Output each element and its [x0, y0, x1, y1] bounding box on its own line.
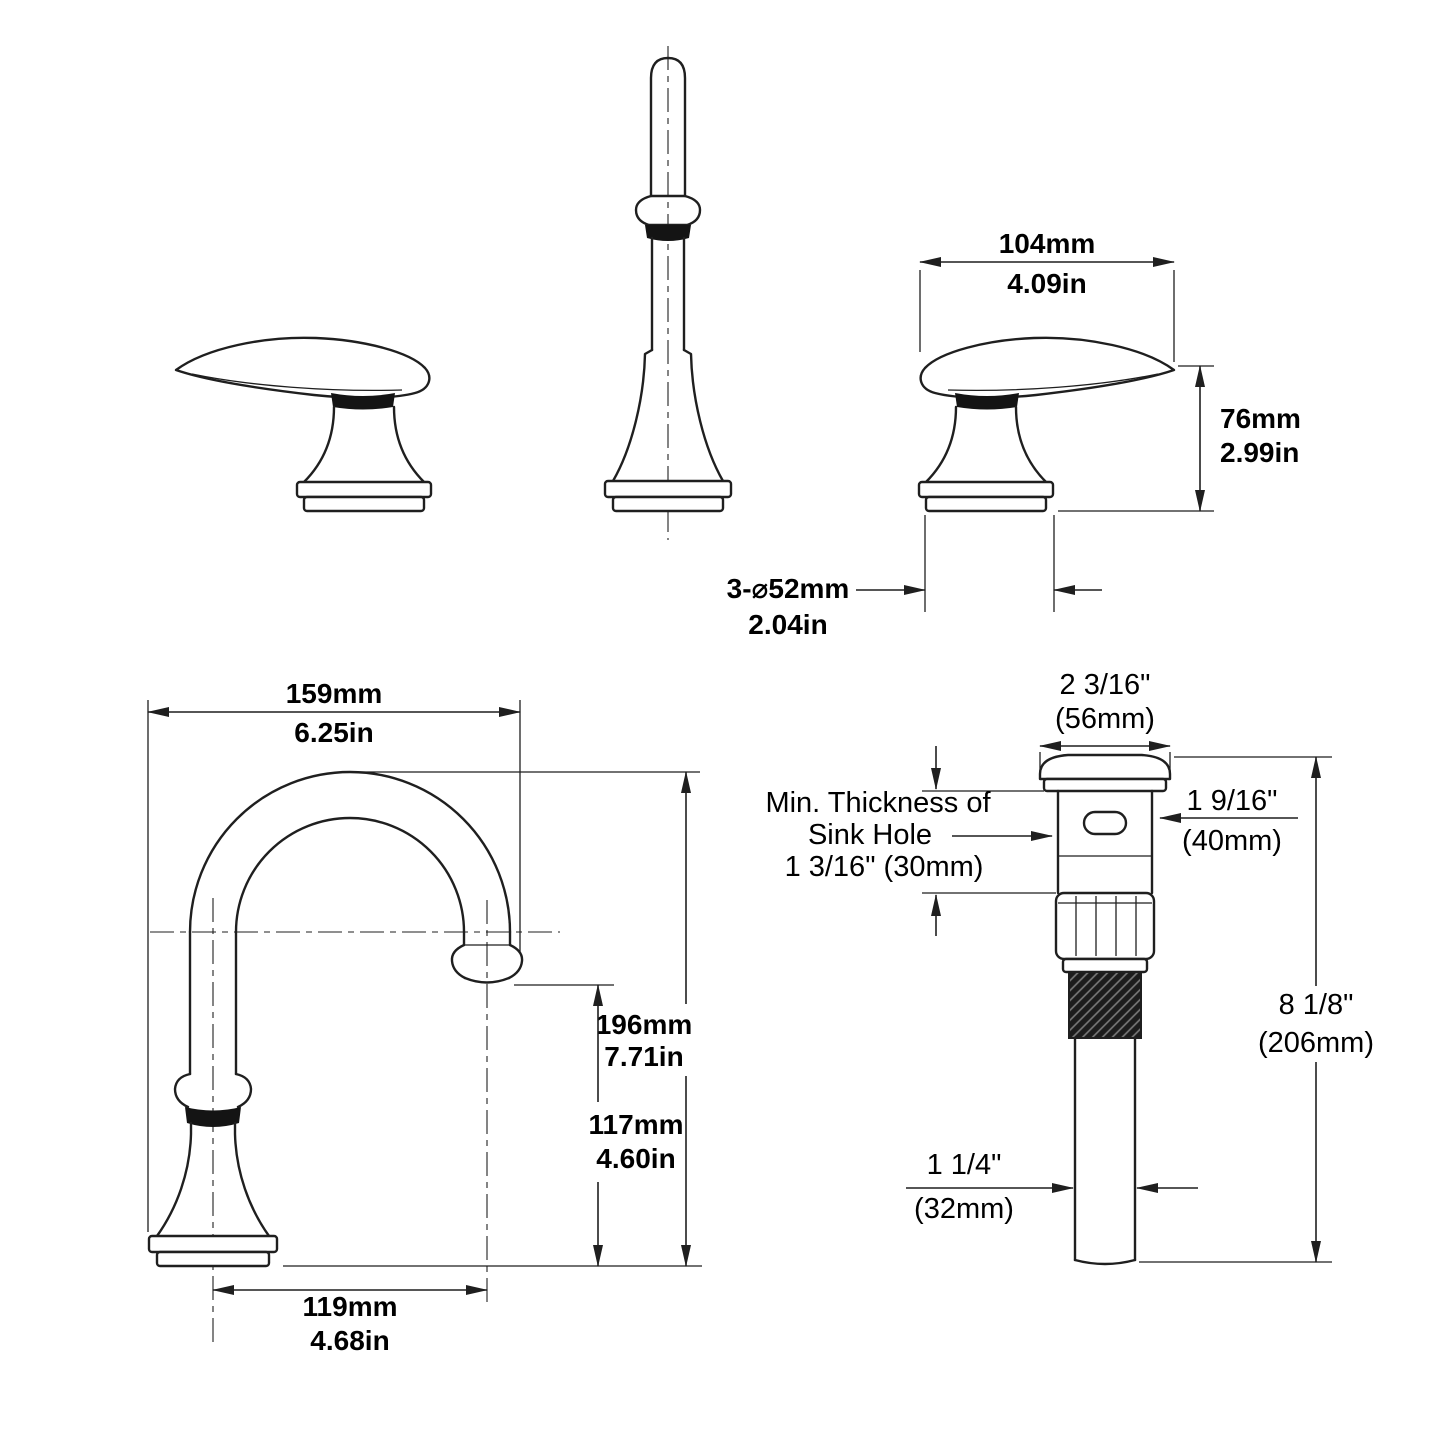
- column-base-plate-lower: [611, 495, 725, 513]
- dim-drain-body-diameter: 1 9/16" (40mm): [1159, 785, 1298, 857]
- dim-spout-outlet-height: 117mm 4.60in: [514, 984, 684, 1267]
- spout-inner-arc: [234, 816, 466, 934]
- dim-sink-thickness: Min. Thickness of Sink Hole 1 3/16" (30m…: [765, 746, 1056, 936]
- column-rod-and-cap: [649, 56, 687, 198]
- dim-handle-width: 104mm 4.09in: [919, 228, 1175, 362]
- spout-reach-bottom-in-label: 4.68in: [310, 1325, 389, 1356]
- column-collar-shadow: [645, 225, 691, 241]
- drain-overflow-slot: [1082, 810, 1128, 836]
- dim-spout-reach-bottom: 119mm 4.68in: [212, 1285, 488, 1356]
- drain-assembly-view: 2 3/16" (56mm) Min. Thickness of Sink Ho…: [765, 669, 1374, 1266]
- handle-dimension-view: 104mm 4.09in 76mm 2.99in 3-⌀52mm 2.04in: [727, 228, 1301, 640]
- dim-drain-overall-length: 8 1/8" (206mm): [1139, 756, 1374, 1263]
- drain-cap-mm-label: (56mm): [1055, 703, 1155, 735]
- handle-side-view: [174, 336, 433, 513]
- spout-trumpet-right: [233, 1121, 271, 1238]
- drain-length-mm-label: (206mm): [1258, 1027, 1374, 1059]
- spout-outlet-height-mm-label: 117mm: [589, 1109, 684, 1140]
- spout-outlet-bottom: [463, 976, 511, 984]
- sink-thickness-line2: Sink Hole: [808, 819, 932, 851]
- spout-reach-top-in-label: 6.25in: [294, 717, 373, 748]
- dim-drain-tube-diameter: 1 1/4" (32mm): [906, 1149, 1198, 1225]
- spout-side-view: 159mm 6.25in 196mm 7.71in 117mm 4.60in 1…: [147, 678, 702, 1356]
- handle-height-mm-label: 76mm: [1220, 403, 1301, 434]
- spout-base-plate-upper: [147, 1234, 279, 1254]
- drain-threads: [1068, 971, 1142, 1039]
- column-trumpet-left: [611, 348, 654, 483]
- spout-collar-shadow: [185, 1107, 241, 1127]
- spout-outlet-bell-right: [507, 943, 524, 980]
- spout-collar-right: [234, 1072, 253, 1109]
- spout-height-mm-label: 196mm: [596, 1009, 693, 1040]
- sink-thickness-line3: 1 3/16" (30mm): [785, 851, 984, 883]
- dim-handle-height: 76mm 2.99in: [1058, 365, 1301, 512]
- spout-base-plate-lower: [155, 1250, 271, 1268]
- drain-washer: [1061, 957, 1149, 974]
- drain-length-in-label: 8 1/8": [1279, 989, 1354, 1021]
- spout-outlet-height-in-label: 4.60in: [596, 1143, 675, 1174]
- dim-spout-reach-top: 159mm 6.25in: [147, 678, 521, 1232]
- spout-trumpet-left: [155, 1121, 193, 1238]
- handle-height-in-label: 2.99in: [1220, 437, 1299, 468]
- spout-outer-arc: [188, 770, 512, 934]
- spout-reach-bottom-mm-label: 119mm: [303, 1291, 398, 1322]
- drain-body-mm-label: (40mm): [1182, 825, 1282, 857]
- column-trumpet-right: [682, 348, 725, 483]
- handle-width-in-label: 4.09in: [1007, 268, 1086, 299]
- sink-thickness-line1: Min. Thickness of: [765, 787, 991, 819]
- drain-tube-bottom: [1073, 1258, 1137, 1266]
- drain-cap-flange: [1042, 777, 1168, 793]
- spout-height-in-label: 7.71in: [604, 1041, 683, 1072]
- dim-spout-height: 196mm 7.71in: [283, 771, 702, 1267]
- dim-hole-diameter: 3-⌀52mm 2.04in: [727, 515, 1102, 640]
- dim-drain-cap-diameter: 2 3/16" (56mm): [1039, 669, 1171, 772]
- spout-collar-left: [173, 1072, 192, 1109]
- drain-cap-in-label: 2 3/16": [1060, 669, 1151, 701]
- hole-diameter-in-label: 2.04in: [748, 609, 827, 640]
- drain-cap: [1038, 753, 1172, 781]
- spout-reach-top-mm-label: 159mm: [286, 678, 383, 709]
- faucet-column-front-view: [603, 46, 733, 540]
- drain-body-in-label: 1 9/16": [1187, 785, 1278, 817]
- hole-diameter-mm-label: 3-⌀52mm: [727, 573, 850, 604]
- column-base-plate-upper: [603, 479, 733, 499]
- drain-tube-mm-label: (32mm): [914, 1193, 1014, 1225]
- spout-outlet-bell-left: [450, 943, 467, 980]
- handle-width-mm-label: 104mm: [999, 228, 1096, 259]
- drain-tube-in-label: 1 1/4": [927, 1149, 1002, 1181]
